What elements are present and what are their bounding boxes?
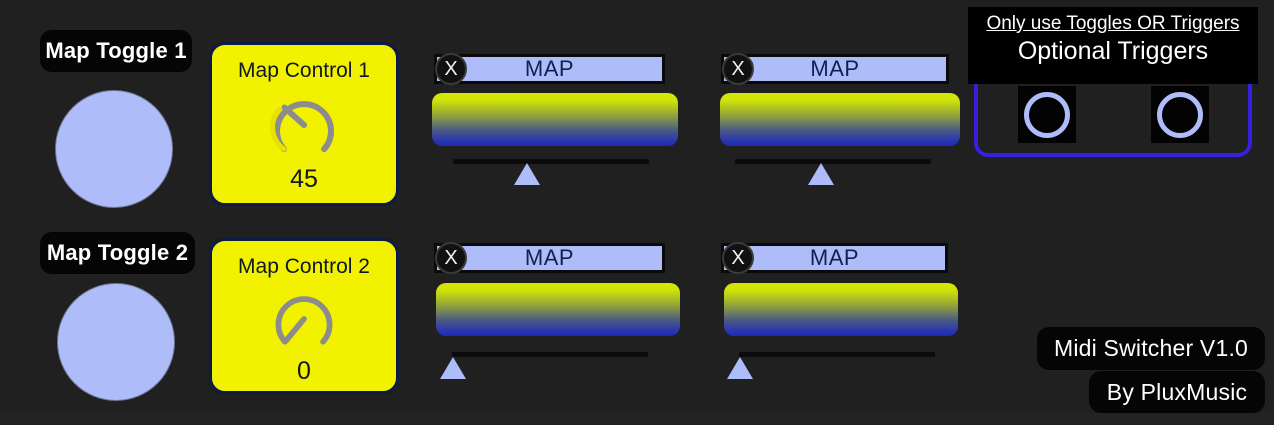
map-control-2-value: 0 xyxy=(297,357,311,385)
trigger-ring-icon xyxy=(1157,91,1203,138)
slider-track-3[interactable] xyxy=(452,352,648,357)
clear-x-icon: X xyxy=(444,247,458,269)
map-button-1-label: MAP xyxy=(524,56,575,81)
map-button-3[interactable]: MAP xyxy=(434,243,665,273)
clear-x-icon: X xyxy=(731,247,745,269)
meter-1 xyxy=(432,93,678,146)
plugin-title-badge: Midi Switcher V1.0 xyxy=(1037,327,1265,370)
rotary-knob-icon xyxy=(275,296,333,345)
clear-mapping-4-button[interactable]: X xyxy=(722,242,754,274)
map-control-2-panel: Map Control 2 0 xyxy=(209,238,399,394)
rotary-knob-icon xyxy=(270,101,334,153)
clear-mapping-2-button[interactable]: X xyxy=(722,53,754,85)
map-button-1[interactable]: MAP xyxy=(434,54,665,84)
triggers-title: Optional Triggers xyxy=(1017,37,1209,65)
map-button-2[interactable]: MAP xyxy=(721,54,949,84)
map-toggle-1-label: Map Toggle 1 xyxy=(40,30,192,72)
clear-mapping-3-button[interactable]: X xyxy=(435,242,467,274)
map-toggle-2-label: Map Toggle 2 xyxy=(40,232,195,274)
clear-x-icon: X xyxy=(444,58,458,80)
clear-x-icon: X xyxy=(731,58,745,80)
map-toggle-1-button[interactable] xyxy=(55,90,173,208)
map-control-1-title: Map Control 1 xyxy=(238,59,370,82)
map-button-2-label: MAP xyxy=(810,56,860,81)
meter-3 xyxy=(436,283,680,336)
clear-mapping-1-button[interactable]: X xyxy=(435,53,467,85)
map-control-1-panel: Map Control 1 45 xyxy=(209,42,399,206)
slider-thumb-2[interactable] xyxy=(808,163,834,185)
trigger-button-1[interactable] xyxy=(1018,86,1076,143)
slider-track-1[interactable] xyxy=(453,159,649,164)
slider-thumb-4[interactable] xyxy=(727,357,753,379)
plugin-author-text: By PluxMusic xyxy=(1106,378,1248,405)
map-button-4-label: MAP xyxy=(809,245,860,270)
meter-2 xyxy=(720,93,960,146)
slider-track-4[interactable] xyxy=(739,352,935,357)
meter-4 xyxy=(724,283,958,336)
slider-thumb-1[interactable] xyxy=(514,163,540,185)
window-bottom-strip xyxy=(0,413,1274,425)
optional-triggers-header: Only use Toggles OR Triggers Optional Tr… xyxy=(968,7,1258,84)
map-toggle-2-button[interactable] xyxy=(57,283,175,401)
plugin-author-badge: By PluxMusic xyxy=(1089,371,1265,413)
map-button-3-label: MAP xyxy=(524,245,575,270)
slider-track-2[interactable] xyxy=(735,159,931,164)
map-control-2-knob[interactable] xyxy=(261,281,347,358)
map-button-4[interactable]: MAP xyxy=(721,243,948,273)
trigger-button-2[interactable] xyxy=(1151,86,1209,143)
map-control-1-value: 45 xyxy=(290,165,318,193)
map-control-2-title: Map Control 2 xyxy=(238,255,370,278)
map-control-1-knob[interactable] xyxy=(261,85,347,166)
slider-thumb-3[interactable] xyxy=(440,357,466,379)
plugin-title-text: Midi Switcher V1.0 xyxy=(1053,335,1249,361)
map-toggle-1-label-text: Map Toggle 1 xyxy=(45,38,187,63)
triggers-warning-text: Only use Toggles OR Triggers xyxy=(986,13,1240,34)
map-toggle-2-label-text: Map Toggle 2 xyxy=(46,240,189,265)
trigger-ring-icon xyxy=(1024,91,1070,138)
